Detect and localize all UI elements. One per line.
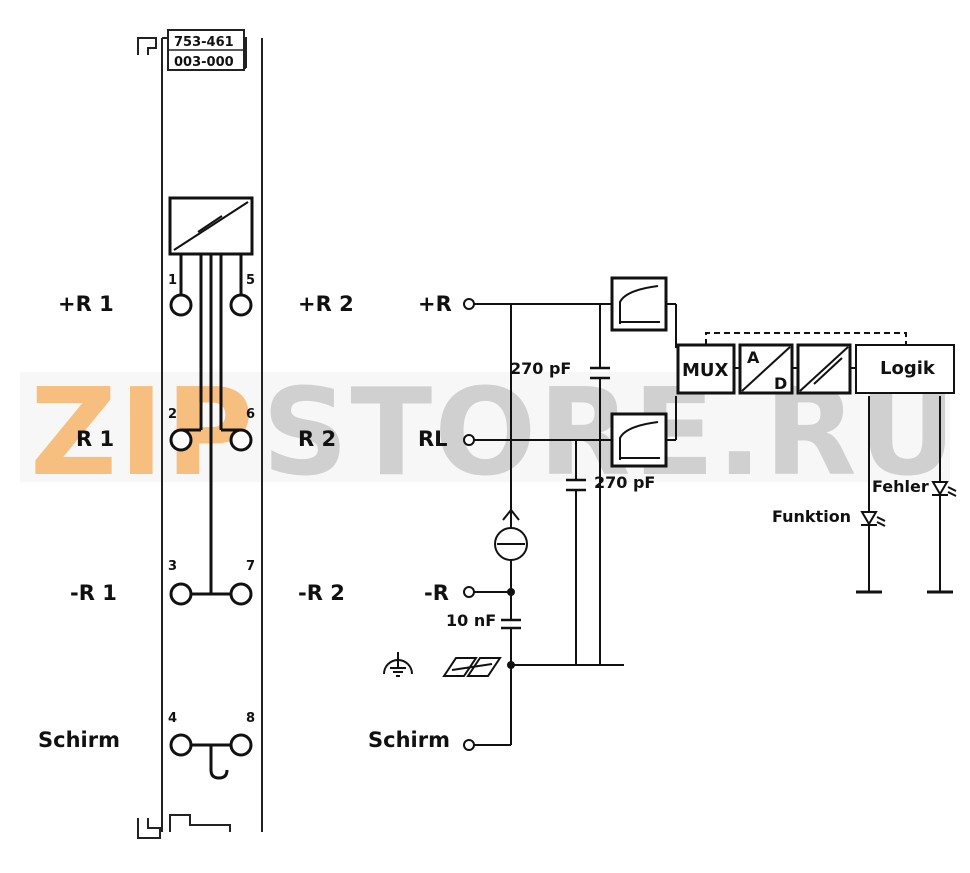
label-plus-r: +R: [418, 292, 452, 316]
module-terminals: [169, 293, 253, 757]
terminal-2: [169, 428, 193, 452]
led-fehler-ray2: [947, 491, 957, 497]
terminal-minus-r: [463, 586, 475, 598]
isolator-diagonal-2: [813, 357, 843, 385]
label-schirm-left: Schirm: [38, 728, 120, 752]
filter-top: [610, 276, 668, 332]
label-rl: RL: [418, 427, 448, 451]
junction-ground: [507, 661, 515, 669]
terminal-6: [229, 428, 253, 452]
top-latch: [137, 37, 157, 55]
terminal-schirm: [463, 739, 475, 751]
capacitors: [501, 366, 610, 630]
terminal-8: [229, 733, 253, 757]
label-r2: R 2: [298, 427, 336, 451]
pin-label-2: 2: [168, 407, 177, 422]
isolator-block: [796, 343, 852, 395]
cap-label-mid: 270 pF: [594, 473, 655, 492]
label-plus-r1: +R 1: [58, 292, 114, 316]
watermark: ZIP STORE.RU: [20, 364, 956, 503]
mux-block: MUX: [676, 343, 736, 395]
dashed-bus: [705, 332, 907, 345]
mux-box: [676, 343, 736, 395]
led-funktion-ray2: [876, 521, 886, 527]
adc-label-d: D: [774, 374, 787, 393]
led-fehler-ray1: [947, 486, 957, 492]
label-minus-r1: -R 1: [70, 581, 117, 605]
logic-label: Logik: [880, 358, 936, 379]
terminal-rl: [463, 434, 475, 446]
rail-segment-b: [466, 657, 502, 677]
part-number-line1: 753-461: [174, 35, 234, 50]
terminal-5: [229, 293, 253, 317]
led-fehler-icon: [931, 481, 957, 497]
led-funktion-label: Funktion: [772, 507, 851, 526]
logic-block: Logik: [855, 344, 955, 394]
cap-label-low: 10 nF: [446, 611, 496, 630]
cap-label-top: 270 pF: [510, 359, 571, 378]
logic-box: [855, 344, 955, 394]
part-number-line2: 003-000: [174, 55, 234, 70]
filter-bottom-curve: [619, 421, 659, 460]
module-outline: [161, 37, 263, 832]
terminal-4: [169, 733, 193, 757]
pin-label-5: 5: [246, 273, 255, 288]
pin-label-3: 3: [168, 559, 177, 574]
bottom-foot: [169, 814, 231, 832]
current-source-arrow: [502, 508, 520, 521]
module-wiring: [179, 254, 243, 780]
label-minus-r2: -R 2: [298, 581, 345, 605]
current-source: [494, 508, 528, 561]
label-minus-r: -R: [424, 581, 449, 605]
junctions: [507, 588, 515, 669]
watermark-band: [20, 372, 950, 482]
converter-diagonal-short: [197, 215, 223, 233]
junction-minus-r: [507, 588, 515, 596]
isolator-diagonal: [799, 346, 849, 392]
filter-bottom: [610, 412, 668, 468]
adc-label-a: A: [747, 348, 760, 367]
rail-segment-a: [442, 657, 478, 677]
filter-top-curve: [619, 285, 659, 324]
shield-hook: [209, 745, 229, 780]
led-funktion-icon: [860, 511, 886, 527]
pin-label-8: 8: [246, 711, 255, 726]
adc-block: A D: [738, 343, 794, 395]
module-body: [137, 37, 263, 839]
pin-label-1: 1: [168, 273, 177, 288]
pin-label-7: 7: [246, 559, 255, 574]
adc-diagonal: [741, 346, 791, 392]
din-rail-icon: [442, 657, 502, 677]
terminal-7: [229, 582, 253, 606]
converter-diagonal: [173, 201, 249, 251]
pin-label-4: 4: [168, 711, 177, 726]
bottom-latch: [137, 818, 161, 839]
rail-hatch: [451, 663, 493, 671]
led-fehler-triangle: [931, 481, 949, 496]
label-plus-r2: +R 2: [298, 292, 354, 316]
mux-label: MUX: [682, 360, 729, 381]
terminal-plus-r: [463, 298, 475, 310]
led-funktion-ray1: [876, 516, 886, 522]
led-funktion-triangle: [860, 511, 878, 526]
led-fehler-label: Fehler: [872, 477, 929, 496]
label-schirm-right: Schirm: [368, 728, 450, 752]
watermark-text-zip: ZIP: [30, 364, 256, 503]
terminal-1: [169, 293, 193, 317]
earth-icon: [383, 652, 413, 677]
terminal-3: [169, 582, 193, 606]
label-r1: R 1: [76, 427, 114, 451]
pin-label-6: 6: [246, 407, 255, 422]
module-converter: [168, 196, 254, 256]
